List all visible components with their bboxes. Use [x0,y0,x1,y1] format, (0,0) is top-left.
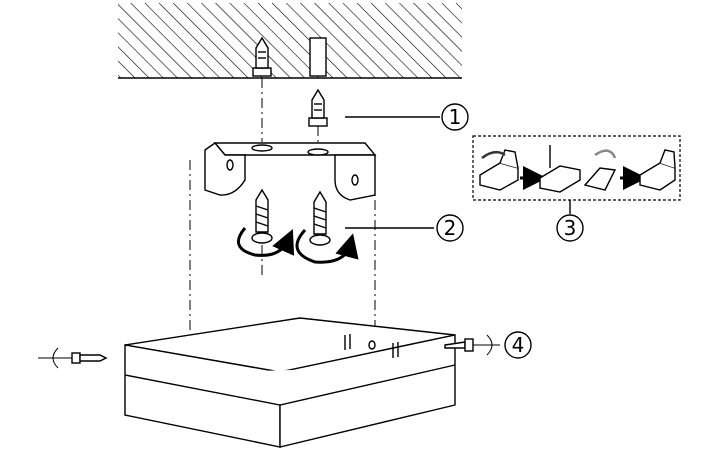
ceiling [118,3,462,79]
rotation-arrow-icon [236,227,359,264]
side-screw-left [38,347,108,369]
screw-right [309,190,331,246]
ceiling-light-fixture [124,317,456,448]
drill-hole [309,37,327,77]
wall-anchor [308,88,328,127]
terminal-block-open [539,145,617,193]
step-marker-1 [441,103,469,131]
screw-left [251,188,273,244]
wall-anchor-in-ceiling [252,36,272,77]
wiring-inset [472,135,681,201]
side-screw-right [444,334,500,356]
step-marker-4 [504,331,532,359]
step-marker-2 [436,214,464,242]
step-label-1: 1 [449,105,462,129]
step-label-2: 2 [444,216,457,240]
step-marker-3 [556,214,584,242]
terminal-block-closed-final [639,149,676,191]
terminal-block-closed [479,149,519,191]
mounting-bracket [204,142,377,201]
step-label-3: 3 [564,216,577,240]
alignment-guides [189,78,376,332]
step-label-4: 4 [512,333,525,357]
